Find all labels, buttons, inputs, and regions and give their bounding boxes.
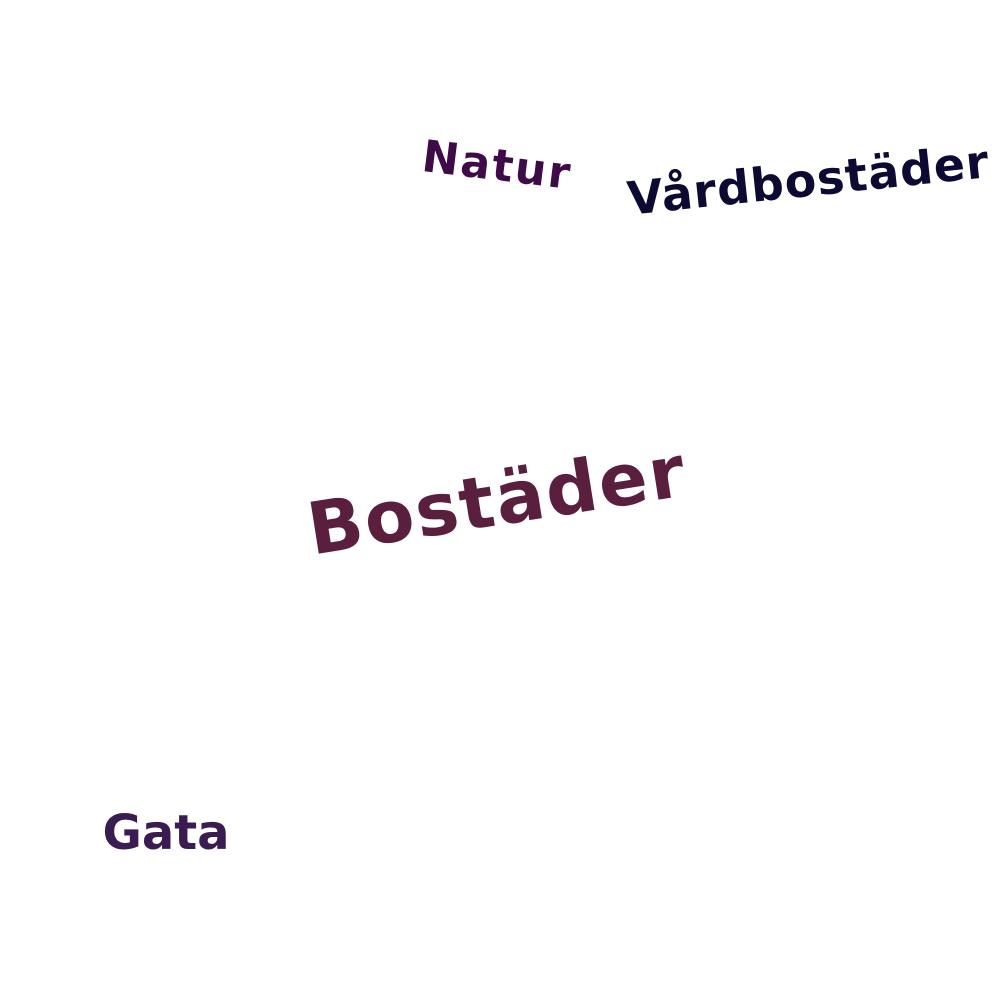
word-natur: Natur [419, 131, 575, 200]
word-vardbostader: Vårdbostäder [624, 134, 992, 226]
word-gata: Gata [102, 805, 230, 861]
word-bostader: Bostäder [301, 428, 693, 572]
